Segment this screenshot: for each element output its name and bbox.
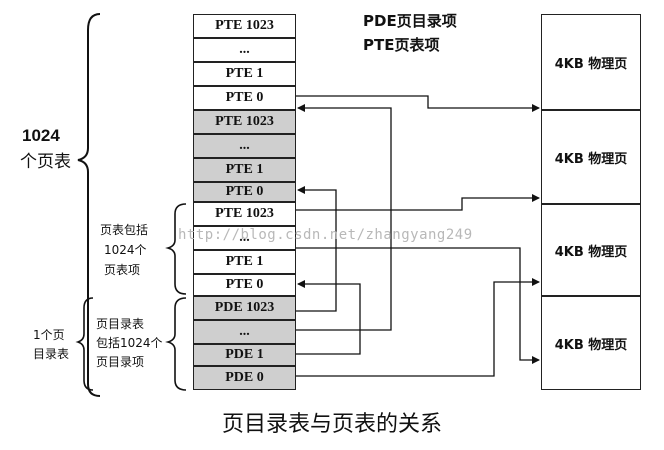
entry-pte-1023-a: PTE 1023 xyxy=(193,14,296,38)
physical-page-4: 4KB 物理页 xyxy=(541,296,641,390)
entry-pde-1023: PDE 1023 xyxy=(193,296,296,320)
arrow-pte-to-page3 xyxy=(296,278,540,377)
diagram-caption: 页目录表与页表的关系 xyxy=(221,412,442,437)
entry-pte-0-c: PTE 0 xyxy=(193,274,296,296)
arrow-pte-to-page2 xyxy=(296,194,540,211)
entry-dots-b: ... xyxy=(193,134,296,158)
arrow-pte-to-page1 xyxy=(296,95,540,112)
entry-pte-1023-c: PTE 1023 xyxy=(193,202,296,226)
label-dir-contains-3: 页目录项 xyxy=(96,355,145,369)
physical-page-1: 4KB 物理页 xyxy=(541,14,641,110)
brace-page-table xyxy=(165,203,187,295)
watermark: http://blog.csdn.net/zhangyang249 xyxy=(178,227,473,243)
arrow-pde1-to-pte0 xyxy=(296,280,361,355)
entry-pte-0-a: PTE 0 xyxy=(193,86,296,110)
label-dir-count-2: 目录表 xyxy=(33,347,70,361)
legend-pde: PDE页目录项 xyxy=(363,12,457,30)
entry-pte-1023-b: PTE 1023 xyxy=(193,110,296,134)
arrow-pte-to-page4 xyxy=(296,247,540,364)
label-dir-contains-1: 页目录表 xyxy=(96,317,145,331)
label-table-contains-1: 页表包括 xyxy=(100,223,149,237)
physical-page-2: 4KB 物理页 xyxy=(541,110,641,204)
brace-directory-count xyxy=(75,297,94,391)
entry-pde-0: PDE 0 xyxy=(193,366,296,390)
physical-page-3: 4KB 物理页 xyxy=(541,204,641,296)
arrow-pde1023-to-pte0 xyxy=(296,186,337,312)
entry-pde-1: PDE 1 xyxy=(193,344,296,366)
label-count-number: 1024 xyxy=(22,126,60,145)
entry-pte-1-c: PTE 1 xyxy=(193,250,296,274)
entry-pte-0-b: PTE 0 xyxy=(193,182,296,202)
entry-pte-1-a: PTE 1 xyxy=(193,62,296,86)
label-table-contains-2: 1024个 xyxy=(104,243,147,257)
label-count-unit: 个页表 xyxy=(20,152,71,172)
legend-pte: PTE页表项 xyxy=(363,36,440,54)
label-table-contains-3: 页表项 xyxy=(104,263,141,277)
entry-dots-c: ... xyxy=(193,226,296,250)
entry-dots-a: ... xyxy=(193,38,296,62)
entry-pte-1-b: PTE 1 xyxy=(193,158,296,182)
brace-page-directory xyxy=(165,297,187,391)
arrow-pde-dots-to-pte0 xyxy=(296,104,392,331)
label-dir-contains-2: 包括1024个 xyxy=(96,336,163,350)
entry-pde-dots: ... xyxy=(193,320,296,344)
label-dir-count-1: 1个页 xyxy=(33,328,65,342)
